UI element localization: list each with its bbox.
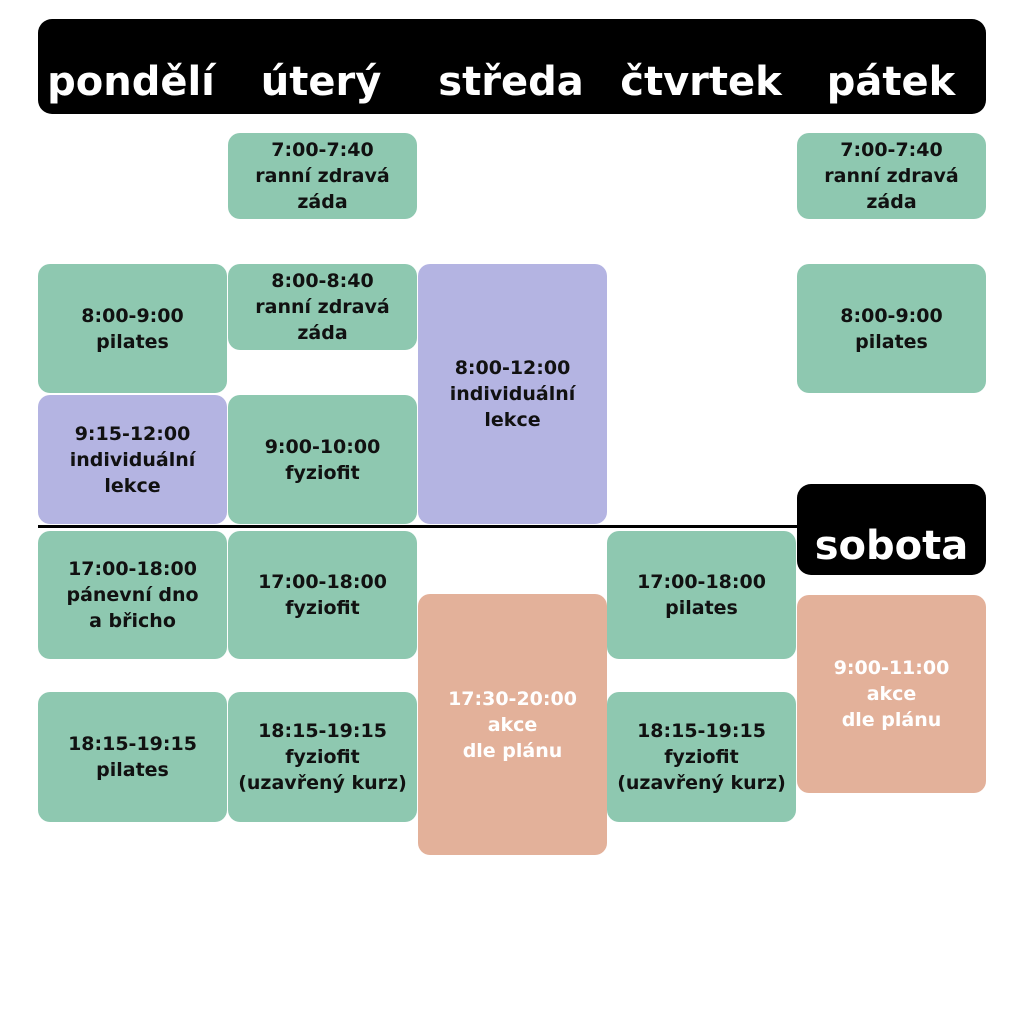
session-title: a břicho: [89, 610, 176, 632]
session-title: lekce: [104, 474, 161, 497]
session-title: fyziofit: [285, 746, 360, 768]
session-title: akce: [487, 713, 538, 736]
session-card: 8:00-9:00 pilates: [38, 264, 227, 393]
session-title: pilates: [665, 597, 738, 619]
session-card: 9:00-10:00 fyziofit: [228, 395, 417, 524]
session-title: ranní zdravá: [824, 165, 959, 187]
session-card: 18:15-19:15 pilates: [38, 692, 227, 822]
session-title: individuální: [449, 383, 576, 405]
session-title: pilates: [855, 330, 928, 353]
session-title: záda: [297, 322, 348, 344]
day-label-saturday: sobota: [814, 523, 969, 569]
session-title: fyziofit: [664, 746, 739, 768]
session-card: 8:00-8:40 ranní zdravá záda: [228, 264, 417, 350]
session-title: (uzavřený kurz): [617, 772, 786, 794]
saturday-header-bar: [797, 484, 986, 575]
session-time: 7:00-7:40: [840, 139, 943, 161]
session-title: pánevní dno: [66, 584, 199, 606]
session-time: 8:00-9:00: [840, 304, 943, 327]
session-time: 9:00-10:00: [264, 435, 381, 458]
morning-evening-divider: [38, 525, 798, 528]
session-card: 8:00-9:00 pilates: [797, 264, 986, 393]
day-label-thursday: čtvrtek: [620, 59, 782, 105]
session-time: 18:15-19:15: [258, 720, 387, 742]
session-title: ranní zdravá: [255, 165, 390, 187]
session-card: 18:15-19:15 fyziofit (uzavřený kurz): [607, 692, 796, 822]
session-title: akce: [866, 683, 917, 705]
session-card: 17:00-18:00 pánevní dno a břicho: [38, 531, 227, 659]
session-card: 17:00-18:00 fyziofit: [228, 531, 417, 659]
session-title: fyziofit: [285, 461, 360, 484]
session-time: 17:30-20:00: [448, 687, 577, 710]
session-time: 9:15-12:00: [74, 422, 191, 445]
session-title: ranní zdravá: [255, 296, 390, 318]
session-title: pilates: [96, 759, 169, 781]
session-time: 18:15-19:15: [68, 733, 197, 755]
session-title: lekce: [484, 409, 541, 431]
session-card: 7:00-7:40 ranní zdravá záda: [228, 133, 417, 219]
session-card: 17:00-18:00 pilates: [607, 531, 796, 659]
day-label-monday: pondělí: [47, 59, 215, 105]
session-title: individuální: [69, 448, 196, 471]
session-title: dle plánu: [462, 739, 563, 762]
session-card: 9:15-12:00 individuální lekce: [38, 395, 227, 524]
session-title: fyziofit: [285, 597, 360, 619]
session-card: 9:00-11:00 akce dle plánu: [797, 595, 986, 793]
session-title: dle plánu: [841, 709, 942, 731]
session-time: 8:00-8:40: [271, 270, 374, 292]
session-time: 9:00-11:00: [833, 657, 950, 679]
session-time: 8:00-12:00: [454, 357, 571, 379]
session-time: 17:00-18:00: [68, 558, 197, 580]
weekday-header-bar: [38, 19, 986, 114]
session-time: 17:00-18:00: [258, 571, 387, 593]
session-card: 18:15-19:15 fyziofit (uzavřený kurz): [228, 692, 417, 822]
session-title: záda: [297, 191, 348, 213]
day-label-tuesday: úterý: [260, 59, 382, 105]
session-title: pilates: [96, 330, 169, 353]
session-title: (uzavřený kurz): [238, 772, 407, 794]
session-time: 8:00-9:00: [81, 304, 184, 327]
session-card: 17:30-20:00 akce dle plánu: [418, 594, 607, 855]
day-label-wednesday: středa: [438, 59, 584, 105]
session-time: 18:15-19:15: [637, 720, 766, 742]
session-time: 7:00-7:40: [271, 139, 374, 161]
day-label-friday: pátek: [826, 59, 956, 105]
session-card: 7:00-7:40 ranní zdravá záda: [797, 133, 986, 219]
session-card: 8:00-12:00 individuální lekce: [418, 264, 607, 524]
session-title: záda: [866, 191, 917, 213]
session-time: 17:00-18:00: [637, 571, 766, 593]
